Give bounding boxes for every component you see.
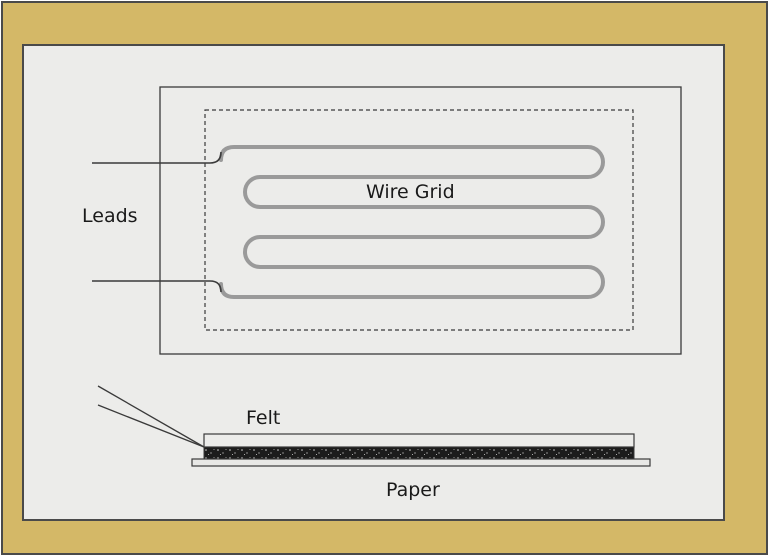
grid-boundary-dashed: [204, 109, 634, 331]
pointer-line-upper: [97, 385, 205, 448]
felt-texture: [203, 446, 635, 460]
paper-label: Paper: [386, 479, 440, 501]
leads-label: Leads: [82, 205, 138, 227]
pointer-line-lower: [97, 404, 205, 448]
felt-label: Felt: [246, 407, 280, 429]
wire-grid-label: Wire Grid: [366, 181, 455, 203]
wire-grid-serpentine: [219, 145, 605, 299]
lead-wire-top: [92, 151, 222, 164]
paper-layer: [191, 458, 651, 467]
gauge-backing: [159, 86, 682, 355]
lead-wire-bottom: [92, 280, 222, 293]
felt-layer: [203, 433, 635, 448]
